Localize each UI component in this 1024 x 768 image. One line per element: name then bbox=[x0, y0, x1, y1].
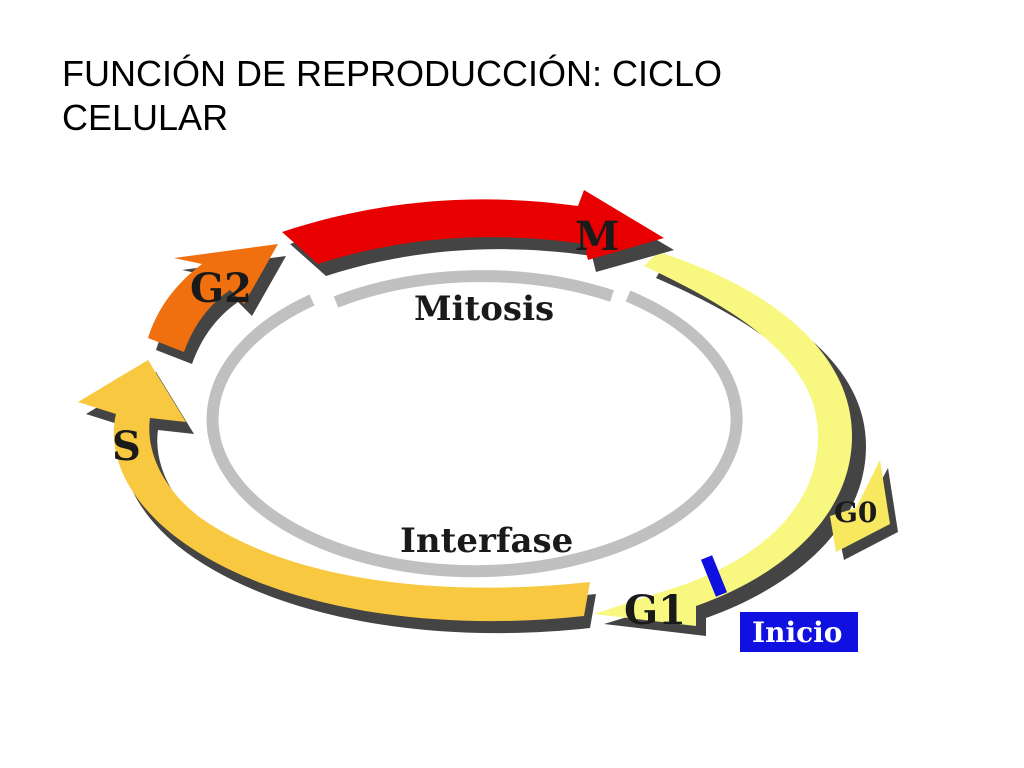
m-phase-arrow bbox=[282, 190, 674, 276]
s-phase-shape bbox=[78, 360, 590, 622]
inicio-label: Inicio bbox=[752, 616, 842, 649]
inicio-marker bbox=[700, 555, 728, 597]
inicio-box-background bbox=[740, 612, 858, 652]
g2-phase-shape bbox=[148, 244, 278, 352]
m-label: M bbox=[575, 213, 619, 260]
slide-title-line-1: FUNCIÓN DE REPRODUCCIÓN: CICLO bbox=[62, 53, 723, 94]
slide-title-line-2: CELULAR bbox=[62, 97, 229, 138]
slide-title: FUNCIÓN DE REPRODUCCIÓN: CICLO CELULAR bbox=[62, 52, 962, 140]
g0-arrow-shape bbox=[830, 460, 890, 552]
g2-phase-arrow bbox=[148, 244, 286, 364]
inner-ring-left-arc bbox=[206, 290, 743, 578]
m-phase-shape bbox=[282, 190, 664, 264]
mitosis-label: Mitosis bbox=[414, 289, 554, 329]
inicio-box: Inicio bbox=[740, 612, 858, 652]
g2-label: G2 bbox=[190, 265, 252, 312]
inner-ring-top-arc bbox=[333, 270, 614, 308]
inner-ring bbox=[206, 270, 743, 578]
s-label: S bbox=[112, 423, 141, 470]
g0-arrow bbox=[830, 460, 898, 560]
g1-phase-shape bbox=[594, 252, 852, 626]
g1-phase-arrow bbox=[594, 252, 866, 636]
g1-label: G1 bbox=[624, 587, 686, 634]
s-phase-arrow bbox=[78, 360, 596, 634]
interfase-label: Interfase bbox=[400, 521, 573, 561]
g0-label: G0 bbox=[834, 496, 877, 529]
